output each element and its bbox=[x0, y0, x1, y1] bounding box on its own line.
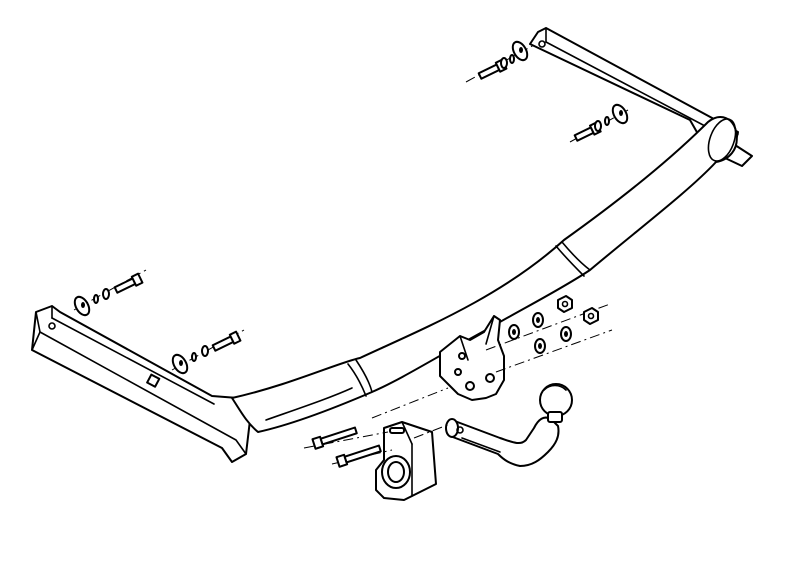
nut bbox=[583, 307, 599, 325]
spring-washer bbox=[604, 116, 610, 126]
plate-fasteners bbox=[485, 295, 613, 373]
spring-washer bbox=[509, 54, 515, 64]
electrical-socket-bracket bbox=[375, 421, 437, 501]
nut bbox=[594, 120, 602, 132]
bolt bbox=[311, 426, 358, 450]
bolt bbox=[335, 444, 382, 468]
lower-bolts bbox=[303, 426, 393, 468]
left-mounting-rail bbox=[31, 305, 251, 463]
left-upper-fasteners bbox=[73, 269, 245, 375]
bolt bbox=[211, 330, 242, 352]
crossbar-tube bbox=[231, 116, 738, 433]
nut bbox=[500, 57, 508, 69]
nut bbox=[557, 295, 573, 313]
nut bbox=[201, 345, 209, 357]
nut bbox=[102, 288, 110, 300]
assembly-axis bbox=[413, 423, 451, 439]
bolt bbox=[113, 272, 144, 294]
tow-ball-mount-plate bbox=[439, 315, 505, 401]
assembly-axis bbox=[371, 387, 449, 419]
detachable-tow-ball-neck bbox=[445, 383, 573, 467]
right-upper-fasteners bbox=[465, 40, 629, 143]
spring-washer bbox=[191, 352, 197, 362]
spring-washer bbox=[93, 294, 99, 304]
